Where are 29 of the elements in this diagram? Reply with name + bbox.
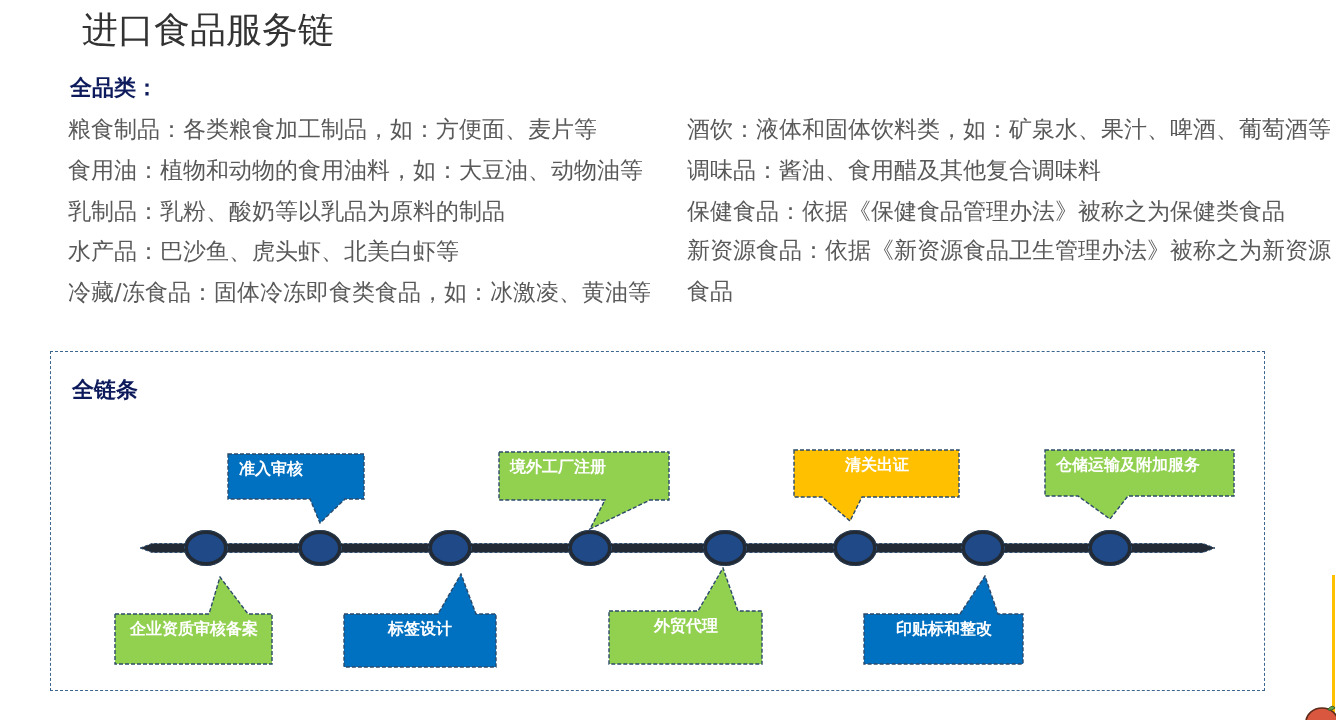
step-label: 外贸代理 [653, 616, 718, 636]
callout-bubble [343, 573, 497, 668]
panel-heading: 全链条 [72, 376, 138, 404]
dashed-panel [50, 351, 1265, 691]
callout-bubble [863, 575, 1024, 665]
step-label: 准入审核 [239, 459, 303, 479]
step-label: 印贴标和整改 [895, 619, 992, 639]
step-label: 标签设计 [388, 619, 452, 639]
step-label: 仓储运输及附加服务 [1056, 455, 1200, 475]
callout-bubble [793, 449, 960, 522]
callout-bubble [498, 451, 670, 530]
callout-bubble [227, 453, 365, 524]
category-text: 调味品：酱油、食用醋及其他复合调味料 [687, 156, 1101, 185]
step-label: 清关出证 [844, 455, 909, 475]
category-text: 乳制品：乳粉、酸奶等以乳品为原料的制品 [68, 197, 505, 226]
callout-bubble [1044, 449, 1235, 520]
category-text: 保健食品：依据《保健食品管理办法》被称之为保健类食品 [687, 197, 1285, 226]
page-title: 进口食品服务链 [82, 8, 334, 52]
category-text: 粮食制品：各类粮食加工制品，如：方便面、麦片等 [68, 115, 597, 144]
category-text: 酒饮：液体和固体饮料类，如：矿泉水、果汁、啤酒、葡萄酒等 [687, 115, 1331, 144]
section-heading: 全品类： [70, 74, 158, 102]
category-text: 水产品：巴沙鱼、虎头虾、北美白虾等 [68, 237, 459, 266]
category-text: 冷藏/冻食品：固体冷冻即食类食品，如：冰激凌、黄油等 [68, 278, 651, 307]
category-text: 新资源食品：依据《新资源食品卫生管理办法》被称之为新资源食品 [687, 236, 1332, 306]
step-label: 企业资质审核备案 [129, 619, 258, 639]
callout-bubble [608, 567, 763, 665]
category-text: 食用油：植物和动物的食用油料，如：大豆油、动物油等 [68, 156, 643, 185]
step-label: 境外工厂注册 [510, 457, 606, 477]
callout-bubble [114, 576, 273, 665]
